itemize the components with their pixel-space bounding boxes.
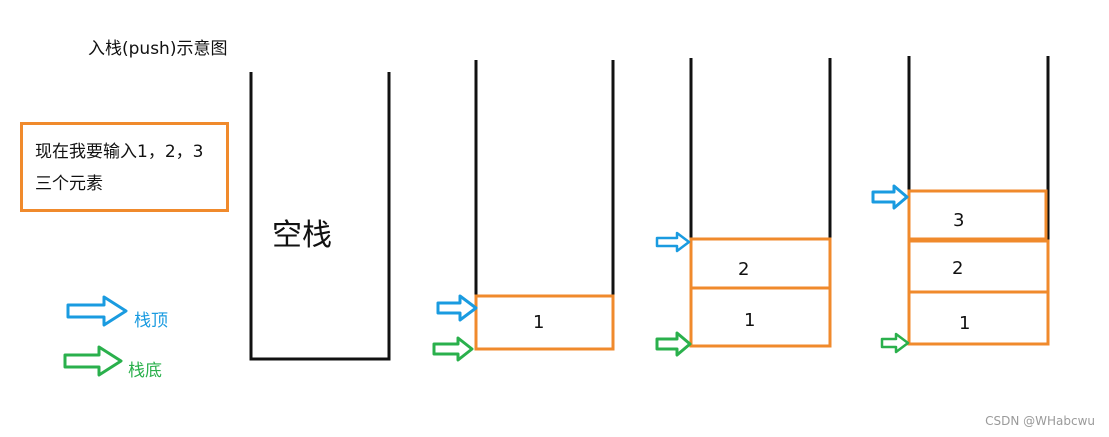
stack-1-cell-1-label: 1 [533, 312, 545, 333]
stack-3 [871, 56, 1050, 354]
stack-2 [655, 58, 832, 357]
note-line-1: 现在我要输入1，2，3 [35, 142, 204, 162]
legend-bottom-arrow-icon [63, 345, 123, 377]
stack-2-cell-1-label: 1 [744, 310, 756, 331]
top-arrow-icon [871, 184, 909, 210]
stack-empty [249, 72, 391, 361]
stack-2-cell-1 [689, 286, 832, 348]
legend-top-label: 栈顶 [134, 311, 168, 331]
top-arrow-icon [436, 294, 478, 322]
stack-3-cell-2-label: 2 [952, 258, 964, 279]
note-box: 现在我要输入1，2，3 三个元素 [20, 122, 229, 212]
legend-bottom-label: 栈底 [128, 361, 162, 381]
legend-top-arrow-icon [66, 295, 128, 327]
stack-3-cell-1 [907, 290, 1050, 346]
stack-1 [432, 60, 615, 362]
stack-3-cell-3-label: 3 [953, 210, 965, 231]
empty-stack-label: 空栈 [272, 218, 332, 253]
note-line-2: 三个元素 [35, 174, 103, 194]
bottom-arrow-icon [880, 332, 910, 354]
stack-3-cell-1-label: 1 [959, 313, 971, 334]
diagram-title: 入栈(push)示意图 [88, 39, 228, 59]
bottom-arrow-icon [655, 331, 692, 357]
stack-2-cell-2 [689, 237, 832, 290]
stack-2-cell-2-label: 2 [738, 259, 750, 280]
stack-3-cell-3 [907, 189, 1048, 241]
watermark: CSDN @WHabcwu [985, 414, 1095, 428]
stack-1-cell-1 [474, 294, 615, 351]
bottom-arrow-icon [432, 336, 474, 362]
top-arrow-icon [655, 231, 691, 253]
stack-3-cell-2 [907, 239, 1050, 294]
